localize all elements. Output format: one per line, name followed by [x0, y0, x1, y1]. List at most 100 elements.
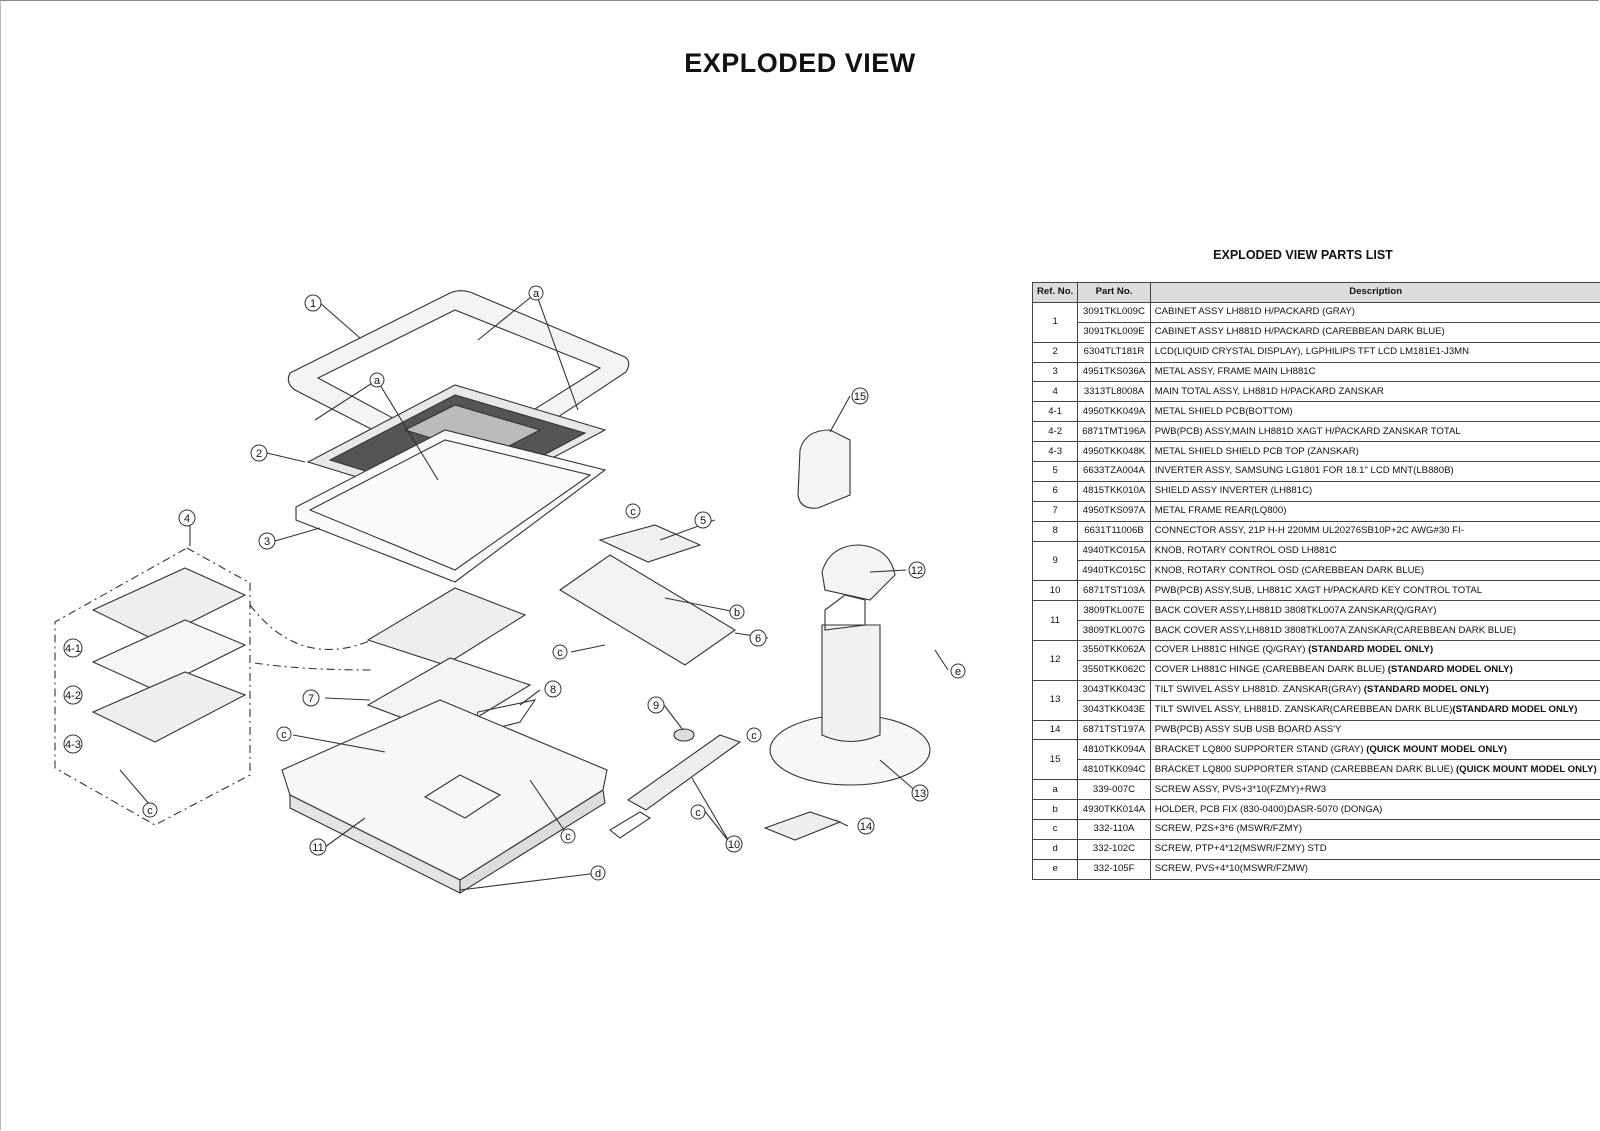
ref-no-cell: 4-3 [1031, 441, 1079, 463]
svg-text:8: 8 [550, 684, 556, 696]
part-no-cell: 339-007C [1077, 779, 1151, 801]
part-key-pcb [626, 734, 742, 811]
description-text: HOLDER, PCB FIX (830-0400)DASR-5070 (DON… [1154, 803, 1383, 815]
description-cell: BRACKET LQ800 SUPPORTER STAND (CAREBBEAN… [1149, 759, 1600, 781]
callout-c: c [276, 726, 292, 742]
part-no-cell: 332-110A [1077, 819, 1151, 840]
svg-text:10: 10 [728, 839, 740, 851]
callout-4-2: 4-2 [63, 685, 83, 705]
description-cell: SCREW, PZS+3*6 (MSWR/FZMY) [1149, 819, 1600, 840]
callout-5: 5 [694, 511, 712, 529]
description-text: METAL ASSY, FRAME MAIN LH881C [1154, 366, 1316, 377]
svg-text:c: c [751, 730, 757, 742]
part-no-cell: 4950TKK049A [1077, 401, 1151, 423]
part-back-cover [281, 699, 608, 894]
part-main-pcb [91, 619, 247, 691]
part-no-cell: 3091TKL009E [1077, 321, 1151, 343]
part-hinge-cover [821, 544, 896, 601]
callout-4: 4 [178, 509, 196, 527]
description-text: METAL FRAME REAR(LQ800) [1154, 505, 1287, 517]
svg-text:5: 5 [700, 515, 706, 527]
part-main-assy-outline [54, 547, 251, 826]
callout-e: e [950, 663, 966, 679]
description-text: SHIELD ASSY INVERTER (LH881C) [1154, 485, 1313, 497]
description-cell: KNOB, ROTARY CONTROL OSD (CAREBBEAN DARK… [1149, 560, 1600, 582]
description-cell: CABINET ASSY LH881D H/PACKARD (CAREBBEAN… [1149, 321, 1600, 343]
part-shield-top [91, 671, 247, 743]
svg-text:13: 13 [914, 788, 926, 800]
description-text: KNOB, ROTARY CONTROL OSD (CAREBBEAN DARK… [1154, 564, 1425, 576]
description-cell: LCD(LIQUID CRYSTAL DISPLAY), LGPHILIPS T… [1149, 341, 1600, 363]
part-no-cell: 6871TST103A [1077, 580, 1151, 602]
description-cell: PWB(PCB) ASSY SUB USB BOARD ASS'Y [1149, 719, 1600, 741]
description-text: COVER LH881C HINGE (Q/GRAY) [1154, 644, 1309, 656]
callout-c: c [142, 802, 158, 818]
callout-c: c [746, 727, 762, 743]
parts-table-header: Ref. No. Part No. Description [1031, 282, 1600, 303]
svg-text:e: e [955, 666, 961, 678]
svg-text:a: a [533, 288, 540, 300]
callout-c: c [625, 503, 641, 519]
ref-no-cell: 2 [1031, 341, 1079, 363]
part-no-cell: 6871TMT196A [1077, 421, 1151, 443]
description-text: SCREW, PVS+4*10(MSWR/FZMW) [1154, 863, 1308, 875]
part-no-cell: 4950TKK048K [1077, 441, 1151, 463]
part-no-cell: 4940TKC015C [1077, 560, 1151, 582]
description-text: BACK COVER ASSY,LH881D 3808TKL007A ZANSK… [1154, 624, 1517, 636]
callout-a: a [369, 372, 385, 388]
part-stand [769, 594, 931, 786]
part-usb-board [763, 811, 842, 841]
callout-13: 13 [911, 784, 929, 802]
part-no-cell: 3091TKL009C [1077, 301, 1151, 323]
callout-11: 11 [309, 838, 327, 856]
part-shield-bottom [91, 567, 247, 641]
svg-text:4-1: 4-1 [65, 643, 81, 655]
description-text: BRACKET LQ800 SUPPORTER STAND (GRAY) [1154, 743, 1367, 755]
svg-text:c: c [565, 831, 571, 843]
callout-3: 3 [258, 532, 276, 550]
svg-text:7: 7 [308, 693, 314, 705]
model-note: (STANDARD MODEL ONLY) [1363, 684, 1489, 696]
callout-4-3: 4-3 [63, 734, 83, 754]
callout-15: 15 [851, 387, 869, 405]
svg-text:c: c [695, 807, 701, 819]
ref-no-cell: d [1031, 838, 1079, 860]
svg-text:11: 11 [312, 842, 323, 854]
svg-text:9: 9 [653, 700, 659, 712]
svg-text:4-2: 4-2 [65, 690, 81, 702]
description-cell: SCREW, PTP+4*12(MSWR/FZMY) STD [1149, 838, 1600, 860]
description-text: BRACKET LQ800 SUPPORTER STAND (CAREBBEAN… [1154, 763, 1456, 775]
callout-1: 1 [304, 294, 322, 312]
svg-text:b: b [734, 607, 740, 619]
exploded-view-diagram: 1 a a 2 3 4 4-1 4-2 4-3 c 15 c 5 12 b 6 … [54, 285, 966, 894]
description-cell: CONNECTOR ASSY, 21P H-H 220MM UL20276SB1… [1149, 520, 1600, 542]
part-no-cell: 3809TKL007E [1077, 600, 1151, 622]
ref-no-cell: 1 [1031, 301, 1079, 343]
description-text: CABINET ASSY LH881D H/PACKARD (CAREBBEAN… [1154, 326, 1445, 338]
callout-12: 12 [908, 561, 926, 579]
page-title: EXPLODED VIEW [684, 48, 916, 78]
part-no-cell: 3043TKK043E [1077, 699, 1151, 721]
part-no-cell: 4810TKK094A [1077, 739, 1151, 761]
model-note: (STANDARD MODEL ONLY) [1308, 644, 1434, 656]
part-no-cell: 3809TKL007G [1077, 620, 1151, 642]
part-no-cell: 6631T11006B [1077, 520, 1151, 542]
ref-no-cell: a [1031, 779, 1079, 801]
part-no-cell: 4951TKS036A [1077, 361, 1151, 383]
part-no-cell: 3043TKK043C [1077, 679, 1151, 701]
description-text: BACK COVER ASSY,LH881D 3808TKL007A ZANSK… [1154, 604, 1437, 616]
ref-no-cell: 12 [1031, 640, 1079, 681]
description-text: LCD(LIQUID CRYSTAL DISPLAY), LGPHILIPS T… [1154, 346, 1470, 358]
svg-text:1: 1 [310, 298, 316, 310]
